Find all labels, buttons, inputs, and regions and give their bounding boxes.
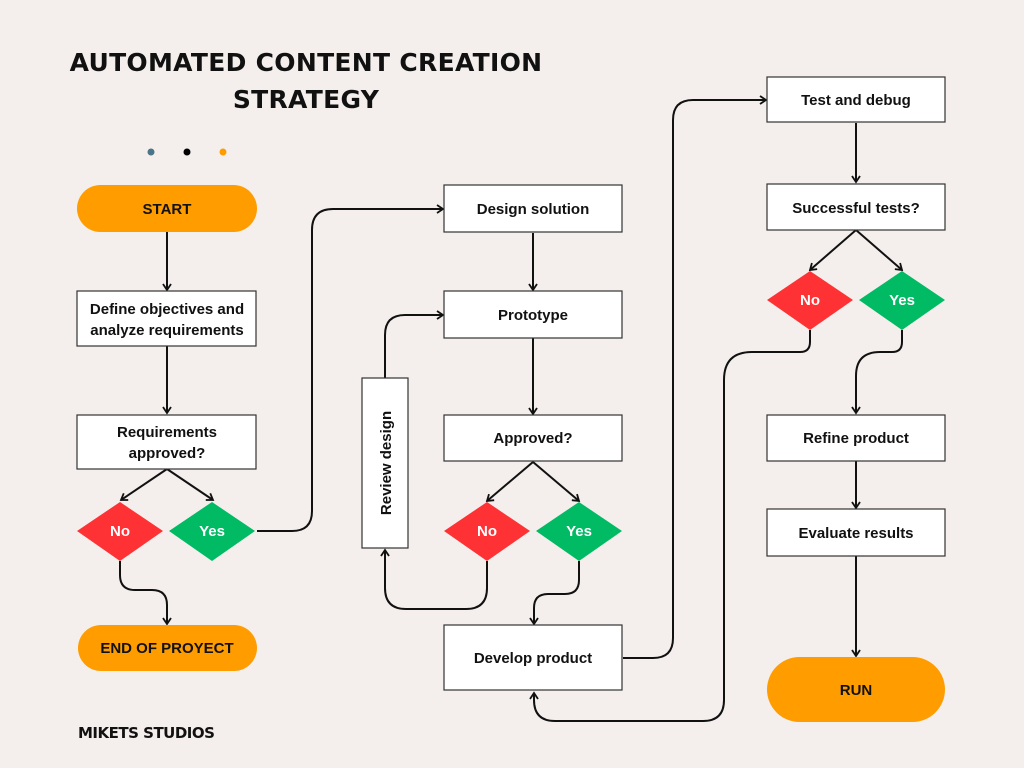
- decision-no-2[interactable]: No: [444, 502, 530, 561]
- start-node[interactable]: START: [77, 185, 257, 232]
- decision-no-1[interactable]: No: [77, 502, 163, 561]
- define-label-line-1: Define objectives and: [90, 301, 244, 318]
- connector-no-review: [380, 548, 488, 610]
- approved-node[interactable]: Approved?: [443, 414, 623, 462]
- no-1-label: No: [110, 523, 130, 540]
- successful-label: Successful tests?: [792, 200, 920, 217]
- connector-successful-no: [808, 229, 857, 272]
- approved-label: Approved?: [493, 430, 572, 447]
- prototype-node[interactable]: Prototype: [443, 290, 623, 339]
- connector-requirements-no: [119, 468, 168, 501]
- design-label: Design solution: [477, 201, 590, 218]
- connector-yes-design: [257, 204, 445, 532]
- connector-requirements-yes: [166, 468, 215, 501]
- review-label: Review design: [378, 411, 395, 515]
- no-3-label: No: [800, 292, 820, 309]
- define-label-line-2: analyze requirements: [90, 322, 243, 339]
- decision-yes-1[interactable]: Yes: [169, 502, 255, 561]
- develop-label: Develop product: [474, 650, 592, 667]
- connector-successful-yes: [855, 229, 904, 272]
- prototype-label: Prototype: [498, 307, 568, 324]
- connector-approved-yes: [532, 461, 581, 503]
- start-label: START: [143, 201, 192, 218]
- decorative-dot-black: [183, 148, 191, 156]
- yes-1-label: Yes: [199, 523, 225, 540]
- test-and-debug-node[interactable]: Test and debug: [766, 76, 946, 123]
- requirements-approved-node[interactable]: Requirements approved?: [76, 414, 257, 470]
- requirements-label-line-2: approved?: [129, 445, 206, 462]
- define-objectives-node[interactable]: Define objectives and analyze requiremen…: [76, 290, 257, 347]
- yes-2-label: Yes: [566, 523, 592, 540]
- refine-label: Refine product: [803, 430, 909, 447]
- develop-product-node[interactable]: Develop product: [443, 624, 623, 691]
- brand-name: MIKETS STUDIOS: [78, 724, 214, 742]
- run-node[interactable]: RUN: [767, 657, 945, 722]
- evaluate-label: Evaluate results: [798, 525, 913, 542]
- successful-tests-node[interactable]: Successful tests?: [766, 183, 946, 231]
- title-line-1: AUTOMATED CONTENT CREATION: [70, 48, 543, 77]
- connector-approved-no: [485, 461, 534, 503]
- connector-review-prototype: [384, 310, 445, 378]
- connector-yes-refine: [851, 330, 903, 415]
- decision-yes-2[interactable]: Yes: [536, 502, 622, 561]
- end-label: END OF PROYECT: [100, 640, 233, 657]
- requirements-label-line-1: Requirements: [117, 424, 217, 441]
- test-label: Test and debug: [801, 92, 911, 109]
- yes-3-label: Yes: [889, 292, 915, 309]
- refine-product-node[interactable]: Refine product: [766, 414, 946, 462]
- decorative-dot-orange: [219, 148, 227, 156]
- run-label: RUN: [840, 682, 873, 699]
- decision-yes-3[interactable]: Yes: [859, 271, 945, 330]
- connectors: [119, 95, 904, 722]
- end-of-project-node[interactable]: END OF PROYECT: [78, 625, 257, 671]
- title-line-2: STRATEGY: [233, 85, 380, 114]
- review-design-node[interactable]: Review design: [361, 377, 409, 549]
- no-2-label: No: [477, 523, 497, 540]
- connector-no-end: [119, 561, 172, 626]
- decorative-dot-teal: [147, 148, 155, 156]
- design-solution-node[interactable]: Design solution: [443, 184, 623, 233]
- connector-no-develop: [529, 330, 811, 722]
- evaluate-results-node[interactable]: Evaluate results: [766, 508, 946, 557]
- connector-develop-test: [623, 95, 768, 659]
- decision-no-3[interactable]: No: [767, 271, 853, 330]
- connector-yes-develop: [529, 561, 580, 626]
